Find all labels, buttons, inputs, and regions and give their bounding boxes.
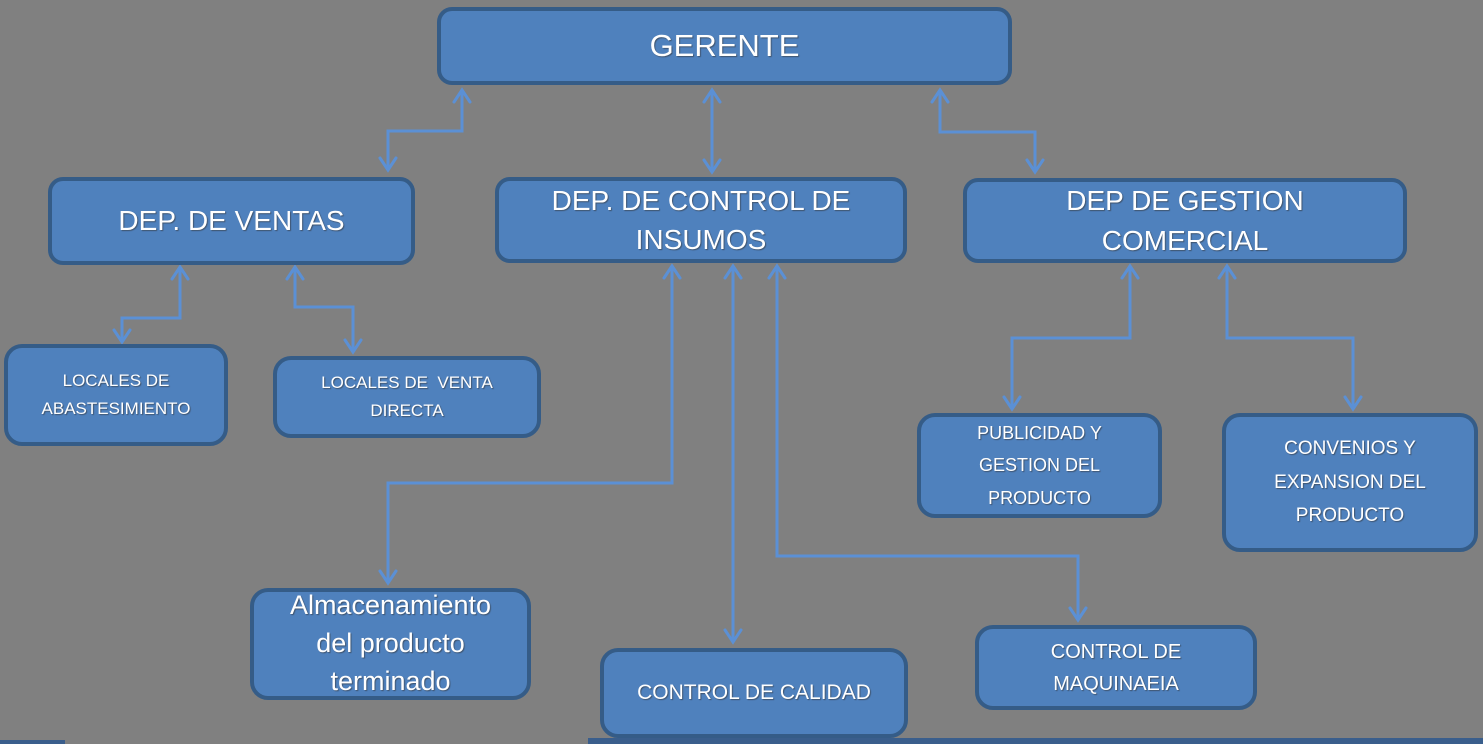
connector-gerente-ventas (378, 87, 472, 173)
org-node-label: CONVENIOS Y EXPANSION DEL PRODUCTO (1274, 437, 1426, 527)
org-node-label: CONTROL DE CALIDAD (637, 681, 871, 705)
org-node-label: DEP DE GESTION COMERCIAL (1066, 185, 1304, 256)
cropped-shape-edge-left (0, 740, 65, 744)
org-node-control-maquinaeia: CONTROL DE MAQUINAEIA (975, 625, 1257, 710)
org-node-label: CONTROL DE MAQUINAEIA (1050, 640, 1182, 695)
org-node-dep-ventas: DEP. DE VENTAS (48, 177, 415, 265)
org-node-label: DEP. DE CONTROL DE INSUMOS (551, 184, 851, 255)
org-node-dep-control-insumos: DEP. DE CONTROL DE INSUMOS (495, 177, 907, 263)
connector-gestion-publicidad (1002, 263, 1140, 412)
org-node-locales-abastesimiento: LOCALES DE ABASTESIMIENTO (4, 344, 228, 446)
org-node-locales-venta-directa: LOCALES DE VENTA DIRECTA (273, 356, 541, 438)
org-node-control-calidad: CONTROL DE CALIDAD (600, 648, 908, 738)
connector-gestion-convenios (1217, 263, 1363, 412)
connector-gerente-gestion (930, 87, 1045, 175)
cropped-shape-edge-right (588, 738, 1483, 744)
org-node-label: DEP. DE VENTAS (118, 205, 345, 237)
org-node-label: PUBLICIDAD Y GESTION DEL PRODUCTO (977, 422, 1102, 508)
org-node-label: LOCALES DE VENTA DIRECTA (321, 372, 493, 420)
org-node-label: Almacenamiento del producto terminado (289, 590, 492, 696)
connector-insumos-almacenamiento (378, 263, 682, 586)
connector-ventas-directa (285, 264, 363, 355)
org-node-convenios-expansion-producto: CONVENIOS Y EXPANSION DEL PRODUCTO (1222, 413, 1478, 552)
org-node-label: GERENTE (649, 28, 800, 64)
connector-insumos-maquinaeia (767, 263, 1088, 623)
org-node-publicidad-gestion-producto: PUBLICIDAD Y GESTION DEL PRODUCTO (917, 413, 1162, 518)
org-node-label: LOCALES DE ABASTESIMIENTO (41, 370, 191, 418)
org-node-almacenamiento-producto: Almacenamiento del producto terminado (250, 588, 531, 700)
org-node-dep-gestion-comercial: DEP DE GESTION COMERCIAL (963, 178, 1407, 263)
org-node-gerente: GERENTE (437, 7, 1012, 85)
connector-ventas-abastesimiento (112, 264, 190, 345)
